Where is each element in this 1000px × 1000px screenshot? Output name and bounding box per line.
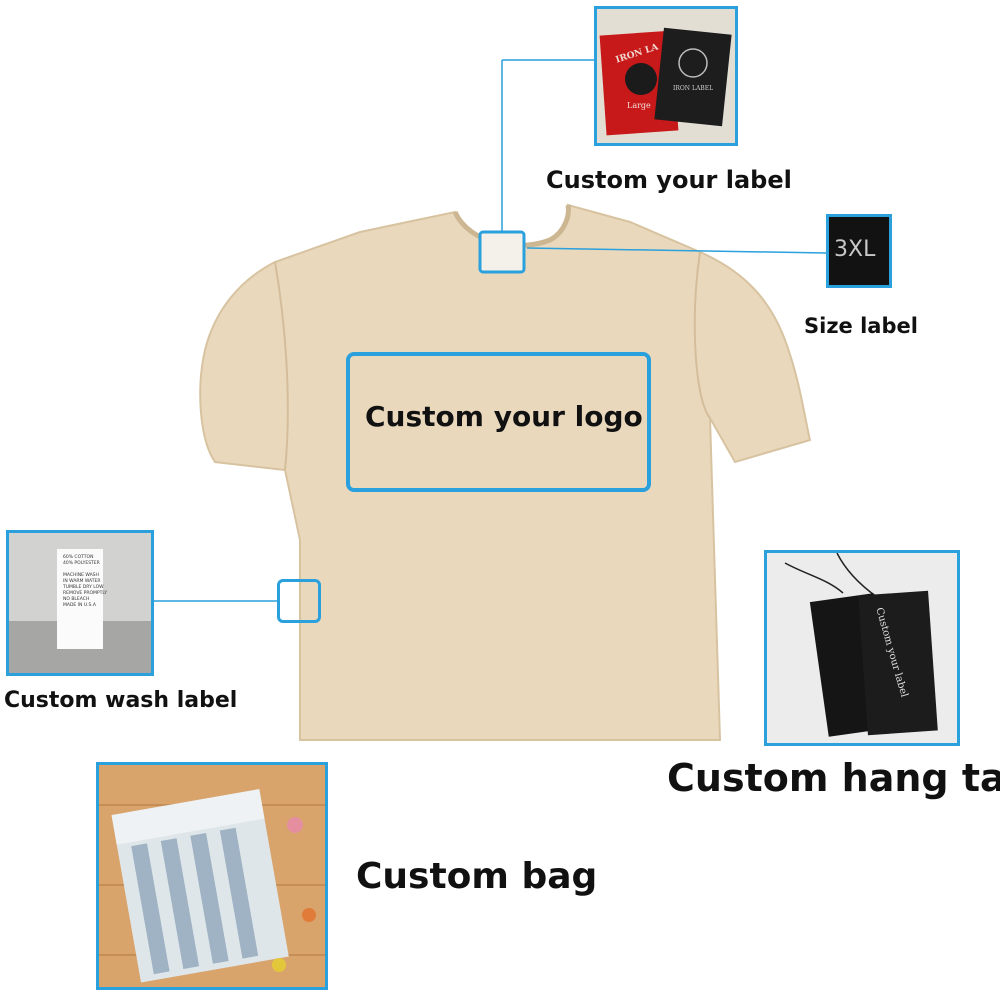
bag-caption: Custom bag <box>356 856 598 897</box>
size-label-text: 3XL <box>834 237 876 262</box>
neck-label-caption: Custom your label <box>546 166 792 194</box>
size-label-caption: Size label <box>804 314 918 338</box>
size-label-connector <box>526 247 827 254</box>
neck-label-photo: IRON LA Large IRON LABEL <box>594 6 738 146</box>
hang-tag-photo: Custom your label <box>764 550 960 746</box>
wash-label-caption: Custom wash label <box>4 688 238 713</box>
neck-label-image <box>597 9 735 143</box>
neck-label-mark <box>478 230 526 274</box>
logo-placement-box <box>346 352 651 492</box>
black-label-text: IRON LABEL <box>673 85 714 92</box>
wash-label-photo: 60% COTTON 40% POLYESTER MACHINE WASH IN… <box>6 530 154 676</box>
tshirt-collar <box>452 204 571 248</box>
hang-tag-caption: Custom hang tag <box>667 756 1000 800</box>
logo-caption: Custom your logo <box>365 400 643 433</box>
tshirt-sleeve-seam-left <box>274 261 289 471</box>
wash-label-mark <box>277 579 321 623</box>
wash-label-text: 60% COTTON 40% POLYESTER MACHINE WASH IN… <box>63 555 108 608</box>
red-label-size: Large <box>627 101 651 110</box>
size-label-photo: 3XL <box>826 214 892 288</box>
bag-photo <box>96 762 328 990</box>
tshirt-sleeve-seam-right <box>693 251 711 419</box>
